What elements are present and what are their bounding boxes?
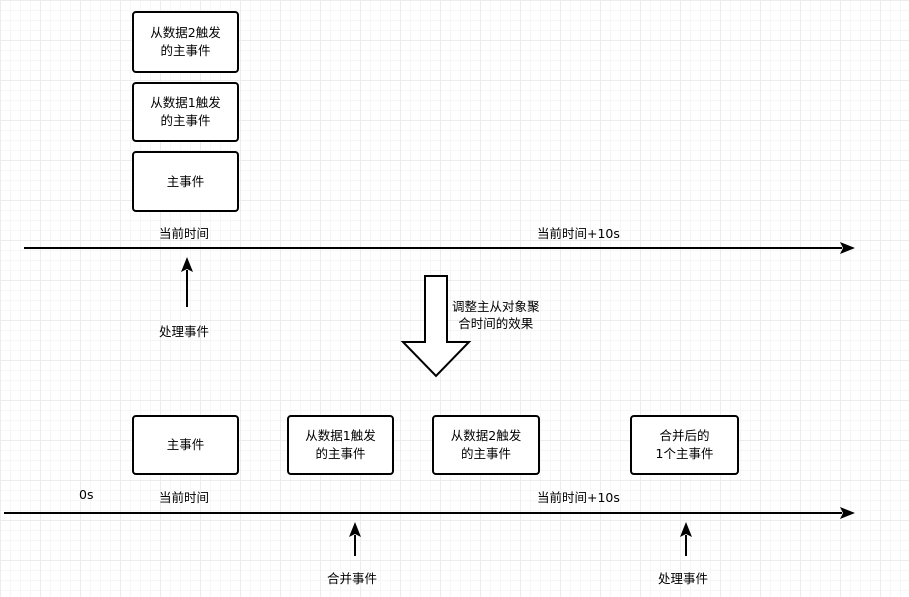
bottom-box-main-event: 主事件 <box>132 415 239 475</box>
bottom-label-merge-event: 合并事件 <box>327 571 378 586</box>
bottom-merge-event-pointer <box>349 522 361 556</box>
transition-down-arrow <box>400 275 472 378</box>
bottom-box-merged-event: 合并后的 1个主事件 <box>630 415 739 475</box>
bottom-box-event-data2-text: 从数据2触发 的主事件 <box>450 428 522 461</box>
top-box-event-data1-text: 从数据1触发 的主事件 <box>150 95 221 128</box>
top-box-main-event-text: 主事件 <box>166 173 205 189</box>
top-label-current-time: 当前时间 <box>159 226 210 241</box>
transition-caption: 调整主从对象聚 合时间的效果 <box>452 299 540 331</box>
bottom-box-event-data2: 从数据2触发 的主事件 <box>432 415 540 475</box>
bottom-label-zero: 0s <box>79 487 94 502</box>
bottom-box-main-event-text: 主事件 <box>166 437 205 452</box>
bottom-label-current-plus-10s: 当前时间+10s <box>537 490 620 505</box>
bottom-label-current-time: 当前时间 <box>159 490 210 505</box>
bottom-process-event-pointer <box>680 522 692 556</box>
top-box-event-data1: 从数据1触发 的主事件 <box>132 82 239 142</box>
top-label-process-event: 处理事件 <box>159 324 210 339</box>
top-box-event-data2-text: 从数据2触发 的主事件 <box>150 25 221 58</box>
bottom-label-process-event: 处理事件 <box>658 571 709 586</box>
bottom-box-merged-event-text: 合并后的 1个主事件 <box>655 428 714 461</box>
top-box-main-event: 主事件 <box>132 151 239 212</box>
bottom-timeline-arrow <box>4 507 855 519</box>
top-box-event-data2: 从数据2触发 的主事件 <box>132 11 239 73</box>
bottom-box-event-data1-text: 从数据1触发 的主事件 <box>305 428 376 461</box>
bottom-box-event-data1: 从数据1触发 的主事件 <box>287 415 394 475</box>
top-process-event-pointer <box>181 257 193 307</box>
top-timeline-arrow <box>24 242 855 254</box>
top-label-current-plus-10s: 当前时间+10s <box>537 226 620 241</box>
